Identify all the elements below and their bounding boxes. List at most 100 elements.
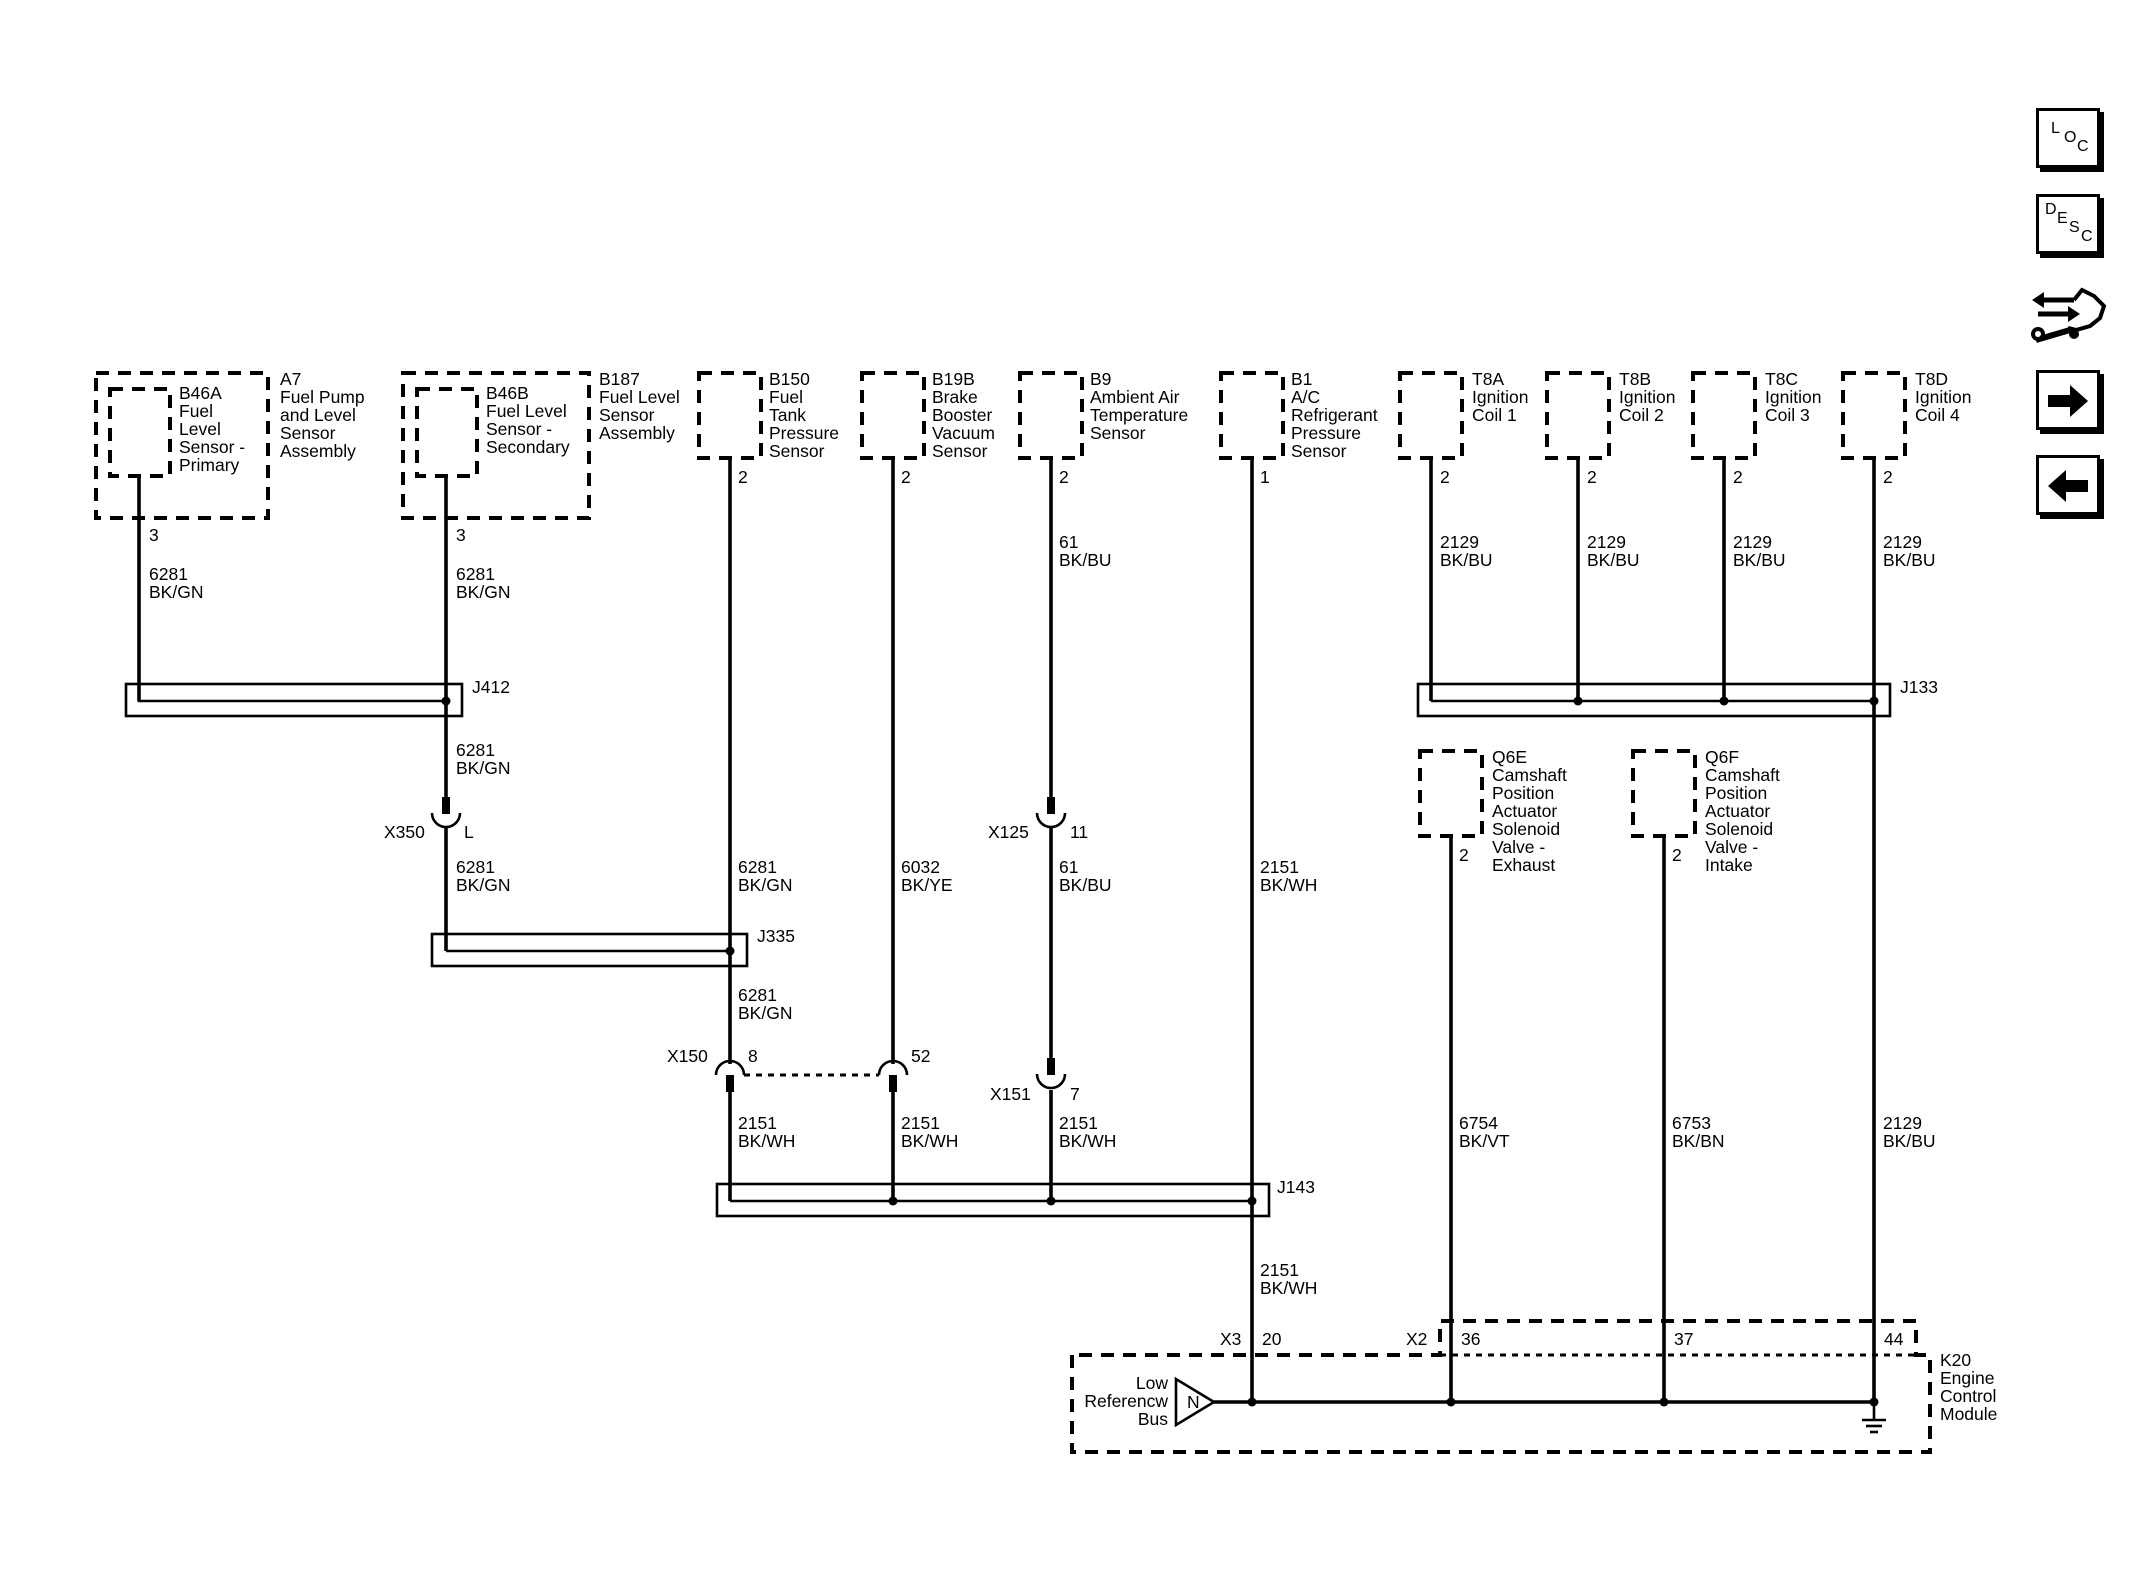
wire-circuit-label: 6281 — [738, 857, 777, 877]
arrow-left-icon — [2048, 470, 2088, 502]
component-box-b150[interactable] — [697, 371, 763, 460]
wire-circuit-label: 6281 — [456, 857, 495, 877]
ecm-low-reference-label-2: Bus — [1138, 1409, 1168, 1429]
wire-circuit-label: 61 — [1059, 857, 1078, 877]
label-b46b-name-1: Sensor - — [486, 419, 552, 439]
component-box-a7 — [94, 371, 270, 520]
pin-label: 3 — [456, 525, 466, 545]
wire-color-label: BK/GN — [149, 582, 203, 602]
splice-label: J412 — [472, 677, 510, 697]
wire-circuit-label: 6281 — [456, 564, 495, 584]
desc-letter-4: C — [2081, 228, 2093, 245]
label-b9-name-2: Sensor — [1090, 423, 1146, 443]
label-b46b-name-2: Secondary — [486, 437, 570, 457]
wire-color-label: BK/WH — [1260, 1278, 1317, 1298]
label-q6f-name-0: Camshaft — [1705, 765, 1780, 785]
label-b150-name-1: Tank — [769, 405, 806, 425]
label-b46a-name-1: Level — [179, 419, 221, 439]
label-a7-name-1: and Level — [280, 405, 356, 425]
label-b19b-name-0: Brake — [932, 387, 978, 407]
label-q6e-name-1: Position — [1492, 783, 1554, 803]
component-box-k20 — [1070, 1319, 1932, 1454]
label-b150-name-3: Sensor — [769, 441, 825, 461]
desc-letter-1: D — [2045, 201, 2057, 218]
wire-color-label: BK/WH — [738, 1131, 795, 1151]
label-b9-ref: B9 — [1090, 369, 1111, 389]
component-box-t8b[interactable] — [1545, 371, 1611, 460]
pin-label: 2 — [738, 467, 748, 487]
label-q6e-name-0: Camshaft — [1492, 765, 1567, 785]
wire-color-label: BK/BU — [1587, 550, 1640, 570]
component-box-q6f[interactable] — [1631, 749, 1697, 838]
label-t8b-ref: T8B — [1619, 369, 1651, 389]
label-a7-name-2: Sensor — [280, 423, 336, 443]
label-b46a-ref: B46A — [179, 383, 222, 403]
wire-color-label: BK/GN — [738, 1003, 792, 1023]
label-q6f-ref: Q6F — [1705, 747, 1739, 767]
desc-letter-3: S — [2069, 219, 2080, 236]
label-b1-name-0: A/C — [1291, 387, 1320, 407]
previous-page-button[interactable] — [2036, 455, 2100, 515]
pin-label: 2 — [1587, 467, 1597, 487]
component-box-q6e[interactable] — [1418, 749, 1484, 838]
wire-circuit-label: 2129 — [1733, 532, 1772, 552]
label-k20-name-2: Module — [1940, 1404, 1997, 1424]
label-q6e-ref: Q6E — [1492, 747, 1527, 767]
desc-letter-2: E — [2057, 210, 2068, 227]
label-t8b-name-0: Ignition — [1619, 387, 1675, 407]
label-b46a-name-0: Fuel — [179, 401, 213, 421]
label-q6f-name-2: Actuator — [1705, 801, 1770, 821]
wire-circuit-label: 6281 — [456, 740, 495, 760]
pin-label: 1 — [1260, 467, 1270, 487]
component-box-b9[interactable] — [1018, 371, 1084, 460]
label-t8c-name-1: Coil 3 — [1765, 405, 1810, 425]
component-box-t8d[interactable] — [1841, 371, 1907, 460]
splice-j412 — [124, 476, 464, 718]
label-b1-ref: B1 — [1291, 369, 1312, 389]
label-q6e-name-3: Solenoid — [1492, 819, 1560, 839]
service-info-button[interactable] — [2030, 278, 2110, 346]
component-box-t8c[interactable] — [1691, 371, 1757, 460]
pin-label: 2 — [901, 467, 911, 487]
connector-x350 — [430, 797, 462, 829]
component-k20-ecm[interactable] — [1070, 1319, 1932, 1454]
wire-circuit-label: 6281 — [149, 564, 188, 584]
service-info-icon — [2031, 287, 2107, 343]
connector-label: X151 — [990, 1084, 1031, 1104]
wire-circuit-label: 2151 — [738, 1113, 777, 1133]
label-b150-ref: B150 — [769, 369, 810, 389]
component-box-b46a — [108, 387, 172, 478]
connector-label: X2 — [1406, 1329, 1427, 1349]
label-b1-name-1: Refrigerant — [1291, 405, 1378, 425]
wire-circuit-label: 2151 — [1260, 1260, 1299, 1280]
next-page-button[interactable] — [2036, 370, 2100, 430]
label-q6e-name-5: Exhaust — [1492, 855, 1555, 875]
label-b46a-name-2: Sensor - — [179, 437, 245, 457]
wire-color-label: BK/GN — [456, 582, 510, 602]
connector-label: L — [464, 822, 474, 842]
component-box-t8a[interactable] — [1398, 371, 1464, 460]
connector-label: X350 — [384, 822, 425, 842]
wire-color-label: BK/BU — [1059, 875, 1112, 895]
label-t8a-name-0: Ignition — [1472, 387, 1528, 407]
label-t8d-name-0: Ignition — [1915, 387, 1971, 407]
label-a7-name-3: Assembly — [280, 441, 356, 461]
label-t8a-ref: T8A — [1472, 369, 1504, 389]
connector-label: 20 — [1262, 1329, 1282, 1349]
component-box-b1[interactable] — [1219, 371, 1285, 460]
loc-letter-3: C — [2077, 138, 2089, 155]
loc-button[interactable]: L O C — [2036, 108, 2100, 168]
label-b46b-ref: B46B — [486, 383, 529, 403]
label-a7-ref: A7 — [280, 369, 301, 389]
splice-j133 — [1416, 682, 1892, 718]
component-box-b19b[interactable] — [860, 371, 926, 460]
label-b19b-name-1: Booster — [932, 405, 992, 425]
splice-label: J335 — [757, 926, 795, 946]
label-q6f-name-1: Position — [1705, 783, 1767, 803]
desc-button[interactable]: D E S C — [2036, 194, 2100, 254]
wire-circuit-label: 2151 — [1260, 857, 1299, 877]
label-b46b-name-0: Fuel Level — [486, 401, 567, 421]
connector-x125 — [1035, 797, 1067, 829]
